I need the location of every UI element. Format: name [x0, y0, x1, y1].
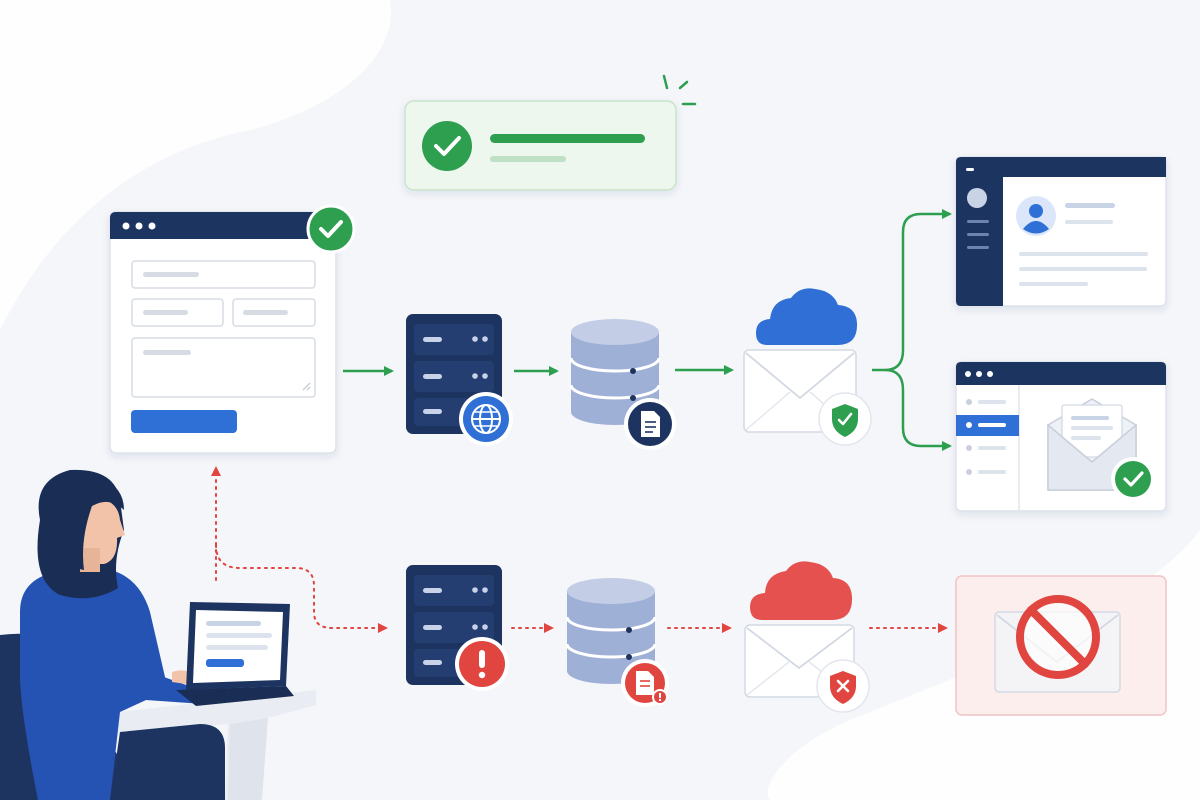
form-submit-button[interactable]: [131, 410, 237, 433]
check-icon: [1111, 457, 1155, 501]
shield-x-icon: [816, 659, 870, 713]
delivery-blocked-panel: [955, 575, 1167, 716]
user-dashboard-window: [955, 156, 1167, 307]
success-toast: [404, 100, 677, 191]
user-avatar-icon: [1016, 196, 1056, 236]
cloud-icon: [750, 561, 853, 620]
shield-check-icon: [818, 392, 872, 446]
toast-line-secondary: [490, 156, 566, 162]
email-service: [743, 288, 858, 433]
globe-icon: [459, 392, 513, 446]
inbox-list: [956, 399, 1019, 475]
prohibited-icon: [1016, 595, 1100, 679]
dashboard-sidebar: [956, 157, 1003, 306]
sparkle-lines: [662, 74, 697, 106]
exclamation-icon: [455, 637, 509, 691]
laptop[interactable]: [176, 602, 294, 706]
cloud-icon: [756, 288, 858, 345]
person-illustration: [0, 469, 316, 800]
background-blob-bottom: [767, 530, 1200, 800]
arrow-form-to-error-server: [215, 544, 388, 633]
desk: [118, 690, 316, 800]
document-warning-icon: [621, 659, 669, 707]
web-form-window: [109, 211, 337, 454]
check-icon: [306, 204, 356, 254]
background-blob-top: [0, 0, 391, 330]
arrow-branch-dashboard: [872, 209, 952, 372]
open-envelope-icon: [1047, 398, 1137, 491]
database-error: [565, 578, 657, 684]
check-icon: [422, 121, 472, 171]
form-textarea[interactable]: [131, 337, 316, 398]
arrow-branch-inbox: [884, 368, 952, 451]
avatar: [967, 188, 987, 208]
document-icon: [624, 398, 676, 450]
toast-line-primary: [490, 134, 645, 143]
form-field-name[interactable]: [131, 260, 316, 289]
